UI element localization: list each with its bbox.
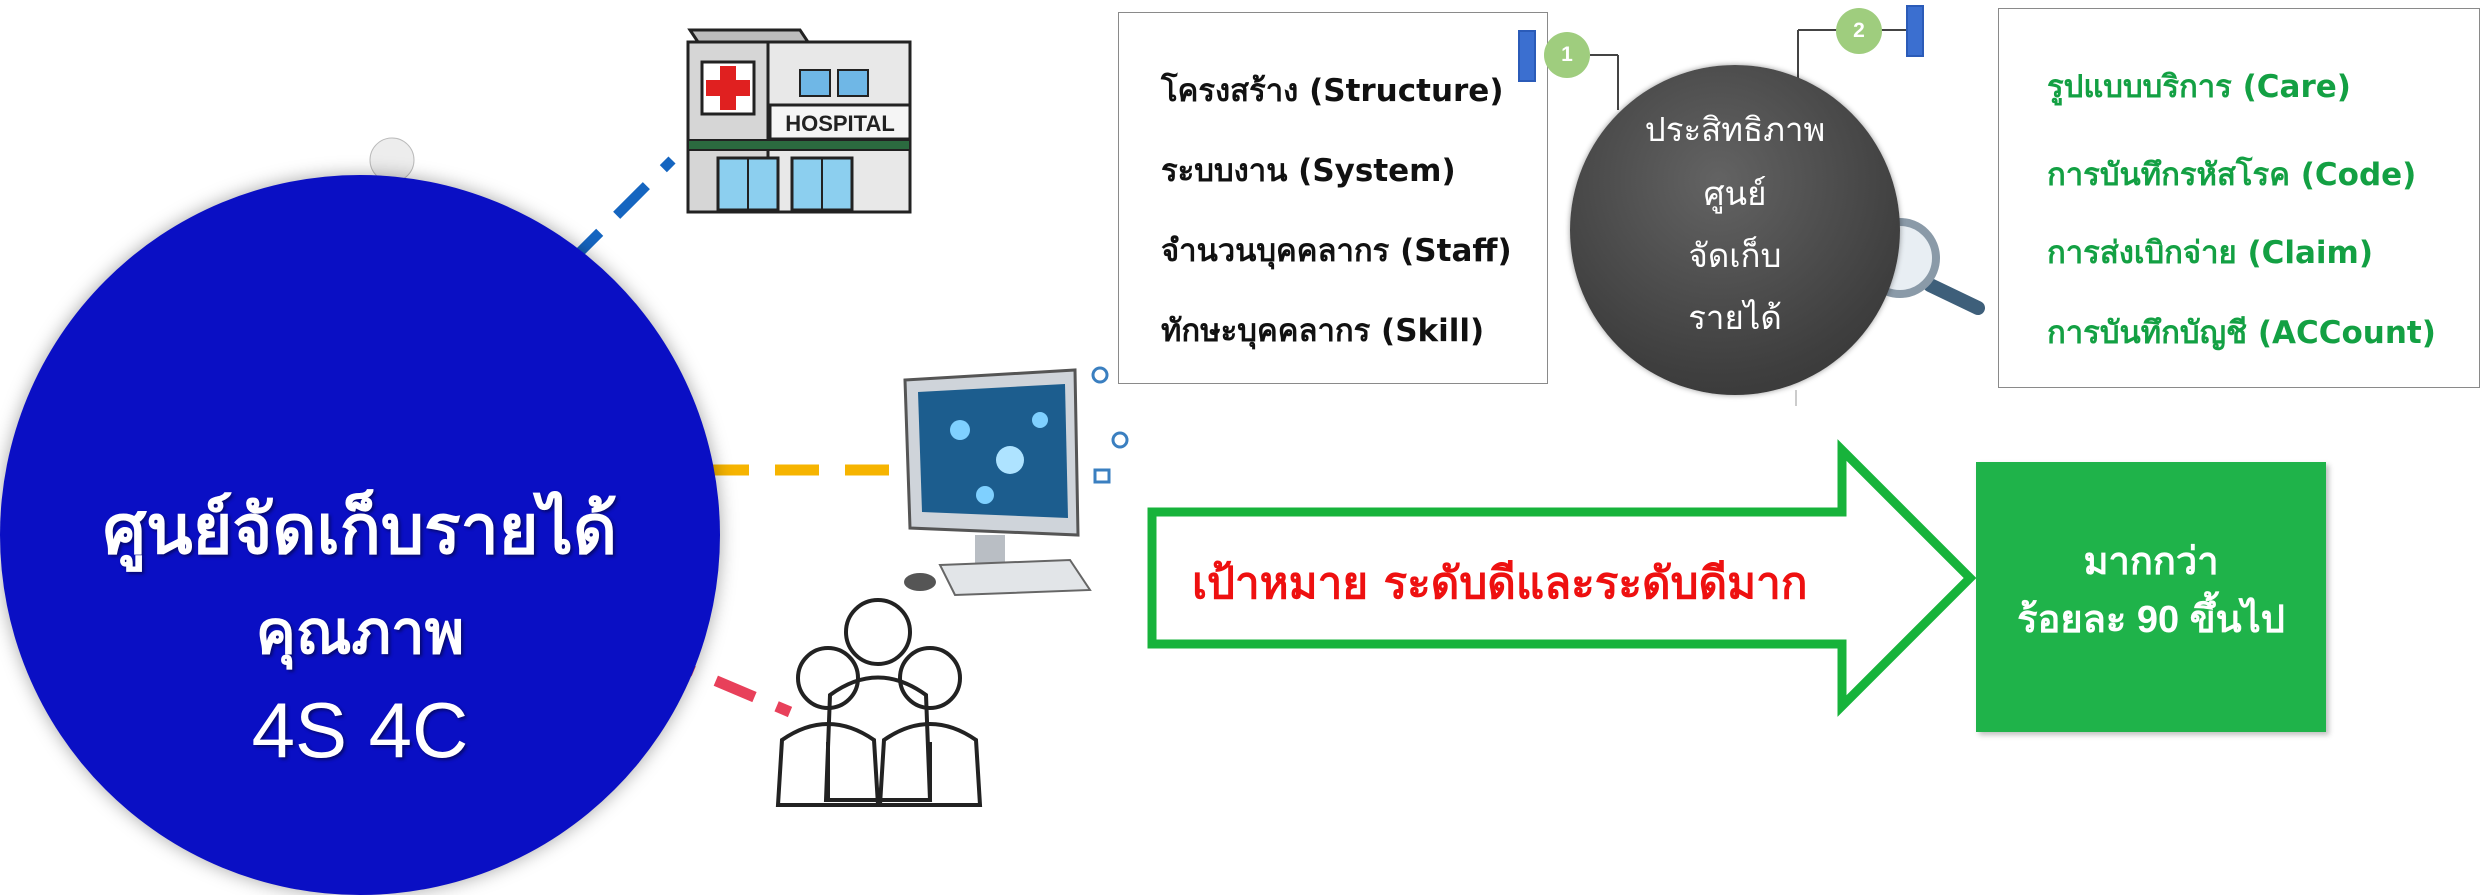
efficiency-line-4: รายได้: [1688, 298, 1782, 337]
skill-item: ทักษะบุคคลากร (Skill): [1161, 313, 1485, 349]
connector-hospital: [566, 156, 676, 266]
result-line-2: ร้อยละ 90 ขึ้นไป: [2017, 599, 2285, 641]
goal-text: เป้าหมาย ระดับดีและระดับดีมาก: [1192, 558, 1808, 609]
staff-item: จำนวนบุคคลากร (Staff): [1161, 233, 1512, 269]
efficiency-line-3: จัดเก็บ: [1688, 236, 1782, 275]
structure-item: โครงสร้าง (Structure): [1161, 73, 1504, 109]
team-icon: [775, 598, 983, 807]
circle-subtitle: คุณภาพ: [255, 598, 465, 668]
result-box: มากกว่า ร้อยละ 90 ขึ้นไป: [1976, 462, 2326, 732]
circle-title: ศูนย์จัดเก็บรายได้: [103, 491, 617, 570]
right-tab-marker: [1906, 5, 1924, 57]
account-item: การบันทึกบัญชี (ACCount): [2047, 315, 2436, 351]
result-line-1: มากกว่า: [2083, 541, 2219, 583]
care-item: รูปแบบบริการ (Care): [2047, 69, 2351, 105]
badge-2: 2: [1836, 8, 1882, 54]
efficiency-line-1: ประสิทธิภาพ: [1644, 110, 1826, 149]
claim-item: การส่งเบิกจ่าย (Claim): [2047, 235, 2374, 271]
left-tab-marker: [1518, 30, 1536, 82]
hospital-sign: HOSPITAL: [785, 111, 895, 136]
efficiency-circle: ประสิทธิภาพ ศูนย์ จัดเก็บ รายได้: [1570, 65, 1900, 395]
goal-arrow: [1147, 439, 1977, 717]
computer-icon: [903, 366, 1129, 597]
circle-code: 4S 4C: [251, 686, 469, 774]
hospital-icon: HOSPITAL: [686, 28, 912, 214]
efficiency-line-2: ศูนย์: [1703, 174, 1767, 213]
quality-center-circle: ศูนย์จัดเก็บรายได้ คุณภาพ 4S 4C: [0, 175, 720, 895]
badge-1: 1: [1544, 32, 1590, 78]
code-item: การบันทึกรหัสโรค (Code): [2047, 157, 2417, 193]
system-item: ระบบงาน (System): [1161, 153, 1456, 189]
structure-box: โครงสร้าง (Structure) ระบบงาน (System) จ…: [1118, 12, 1548, 384]
care-box: รูปแบบบริการ (Care) การบันทึกรหัสโรค (Co…: [1998, 8, 2480, 388]
